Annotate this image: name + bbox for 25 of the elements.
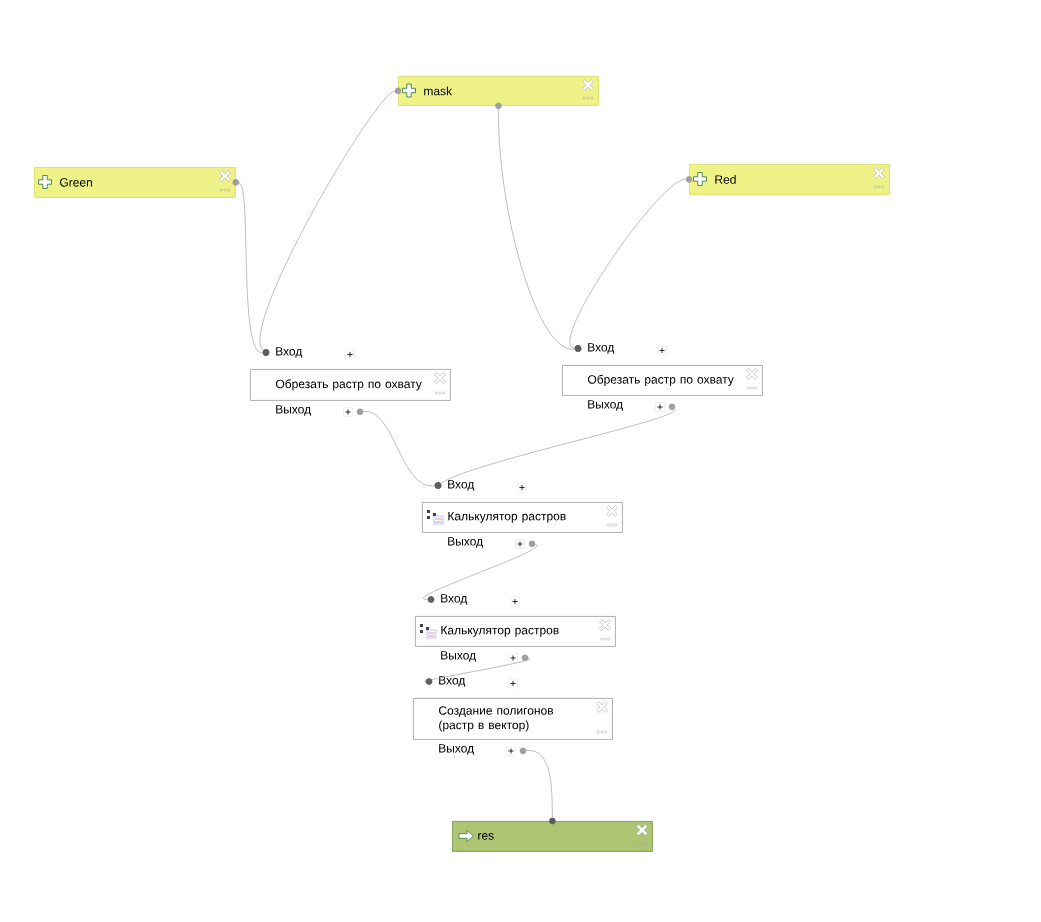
process-box: Обрезать растр по охвату bbox=[562, 365, 763, 396]
process-box: Создание полигонов (растр в вектор) bbox=[413, 698, 613, 740]
connector bbox=[434, 403, 676, 489]
port-label: Вход bbox=[441, 594, 468, 605]
port-label: Выход bbox=[276, 405, 311, 416]
connector bbox=[519, 747, 556, 825]
input-box: Red bbox=[689, 164, 890, 195]
port-label: Выход bbox=[588, 400, 623, 411]
input-box: mask bbox=[398, 76, 599, 106]
port-label: Выход bbox=[441, 651, 476, 662]
process-box: Калькулятор растров bbox=[415, 616, 616, 647]
connector bbox=[569, 176, 693, 352]
port-label: Вход bbox=[439, 676, 466, 687]
connector bbox=[423, 540, 538, 603]
connector bbox=[424, 654, 531, 685]
port-label: Вход bbox=[276, 347, 303, 358]
port-label: Вход bbox=[588, 343, 615, 354]
process-box: Калькулятор растров bbox=[422, 502, 623, 533]
process-box: Обрезать растр по охвату bbox=[250, 369, 451, 401]
connector bbox=[232, 179, 270, 356]
input-box: Green bbox=[34, 167, 236, 198]
port-label: Вход bbox=[448, 480, 475, 491]
port-label: Выход bbox=[448, 537, 483, 548]
port-label: Выход bbox=[439, 744, 474, 755]
output-box: res bbox=[452, 821, 653, 852]
